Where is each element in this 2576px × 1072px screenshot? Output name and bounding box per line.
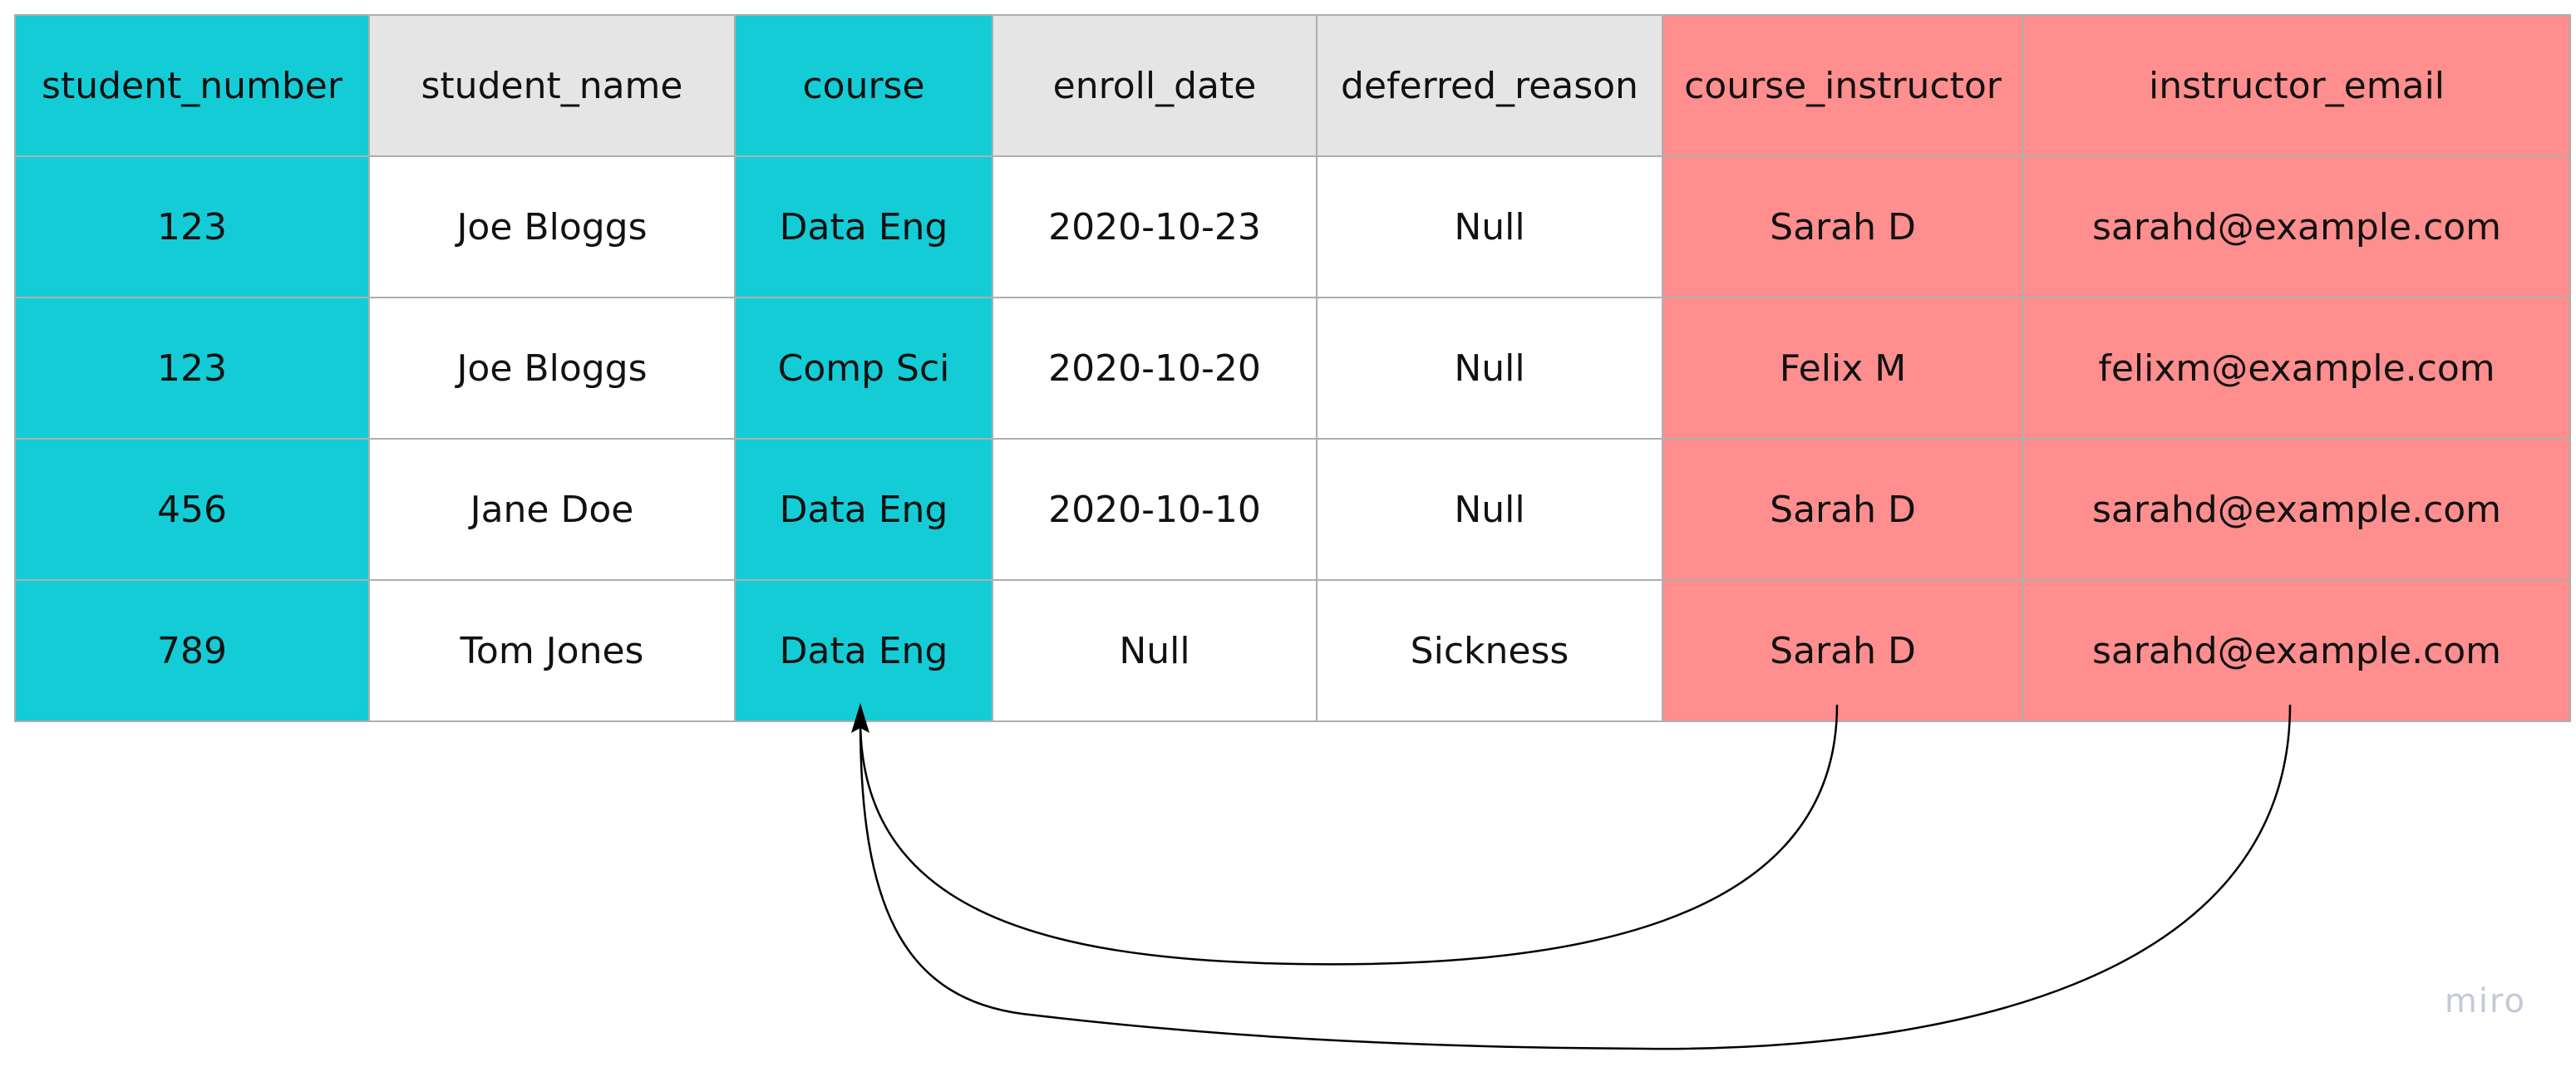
table-cell: 2020-10-23 xyxy=(992,155,1318,298)
header-cell: course_instructor xyxy=(1662,14,2024,157)
table-cell: Null xyxy=(1316,438,1663,581)
header-row: student_number student_name course enrol… xyxy=(14,14,2571,157)
table-cell: 789 xyxy=(14,579,370,722)
header-cell: instructor_email xyxy=(2022,14,2571,157)
table-cell: Comp Sci xyxy=(734,297,993,440)
table-row: 789 Tom Jones Data Eng Null Sickness Sar… xyxy=(14,579,2571,722)
table-cell: 456 xyxy=(14,438,370,581)
table-cell: Data Eng xyxy=(734,579,993,722)
table-cell: 123 xyxy=(14,297,370,440)
header-cell: deferred_reason xyxy=(1316,14,1663,157)
table-cell: felixm@example.com xyxy=(2022,297,2571,440)
table-cell: Null xyxy=(992,579,1318,722)
table-cell: sarahd@example.com xyxy=(2022,438,2571,581)
table-cell: Felix M xyxy=(1662,297,2024,440)
table-cell: 2020-10-20 xyxy=(992,297,1318,440)
table-cell: Joe Bloggs xyxy=(368,155,736,298)
table-cell: Joe Bloggs xyxy=(368,297,736,440)
header-cell: student_number xyxy=(14,14,370,157)
table-cell: Sickness xyxy=(1316,579,1663,722)
header-cell: course xyxy=(734,14,993,157)
table-cell: Sarah D xyxy=(1662,438,2024,581)
arrow-instructor-to-course xyxy=(859,704,1839,966)
table-row: 123 Joe Bloggs Comp Sci 2020-10-20 Null … xyxy=(14,297,2571,440)
table-cell: 2020-10-10 xyxy=(992,438,1318,581)
table-cell: Sarah D xyxy=(1662,155,2024,298)
dependency-table: student_number student_name course enrol… xyxy=(14,14,2571,722)
table-cell: sarahd@example.com xyxy=(2022,155,2571,298)
table-cell: Null xyxy=(1316,297,1663,440)
arrow-email-to-course xyxy=(859,704,2292,1050)
header-cell: student_name xyxy=(368,14,736,157)
table-cell: Sarah D xyxy=(1662,579,2024,722)
table-cell: Null xyxy=(1316,155,1663,298)
table-cell: Data Eng xyxy=(734,155,993,298)
table-cell: 123 xyxy=(14,155,370,298)
table-cell: Data Eng xyxy=(734,438,993,581)
table-cell: Jane Doe xyxy=(368,438,736,581)
table-cell: Tom Jones xyxy=(368,579,736,722)
miro-watermark: miro xyxy=(2444,982,2526,1020)
table-cell: sarahd@example.com xyxy=(2022,579,2571,722)
header-cell: enroll_date xyxy=(992,14,1318,157)
table-row: 123 Joe Bloggs Data Eng 2020-10-23 Null … xyxy=(14,155,2571,298)
table-row: 456 Jane Doe Data Eng 2020-10-10 Null Sa… xyxy=(14,438,2571,581)
